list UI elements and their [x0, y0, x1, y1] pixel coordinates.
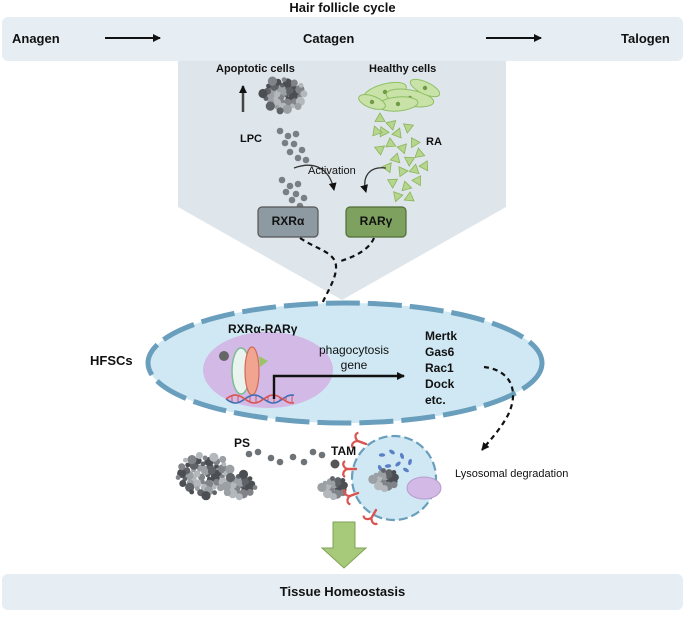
catagen-funnel: [178, 55, 506, 300]
activation-label: Activation: [308, 165, 356, 177]
gene-gas6: Gas6: [425, 345, 455, 359]
gene-etc: etc.: [425, 393, 446, 407]
dna-helix-icon: [225, 394, 295, 404]
gene-mertk: Mertk: [425, 329, 458, 343]
lysosomal-fragments-icon: [377, 449, 412, 473]
phase-band: [2, 17, 683, 61]
apoptotic-cells-label: Apoptotic cells: [216, 63, 295, 75]
lysosome: [406, 476, 442, 500]
healthy-cells-icon: [358, 78, 441, 112]
gene-dock: Dock: [425, 377, 455, 391]
receptor-complex-icon: [219, 346, 268, 396]
lpc-particles: [276, 127, 310, 216]
engulfed-body-icon: [368, 468, 399, 493]
tissue-homeostasis-label: Tissue Homeostasis: [279, 584, 406, 599]
rar-gamma-label: RARγ: [359, 214, 393, 228]
complex-label: RXRα-RARγ: [228, 322, 298, 336]
apoptotic-body-icon: [175, 452, 258, 501]
lysosomal-degradation-label: Lysosomal degradation: [455, 468, 569, 480]
gene-expression-arrow: [272, 372, 405, 399]
hfsc-label: HFSCs: [90, 353, 133, 368]
phase-anagen: Anagen: [12, 31, 60, 46]
small-apoptotic-body-icon: [317, 476, 348, 501]
homeostasis-down-arrow: [320, 521, 368, 569]
rar-connector-dashed: [337, 237, 376, 264]
phase-talogen: Talogen: [621, 31, 670, 46]
ps-label: PS: [234, 436, 251, 450]
rar-gamma-box: [345, 206, 407, 238]
activation-arrow-right: [360, 167, 387, 193]
apoptotic-cells-icon: [258, 76, 308, 115]
footer-band: [2, 574, 683, 610]
ra-label: RA: [426, 136, 442, 148]
rxr-alpha-label: RXRα: [271, 214, 305, 228]
receptor-to-nucleus-dashed: [299, 237, 338, 353]
ps-particles: [245, 448, 340, 469]
phagocytosis-label-line1: phagocytosis: [318, 343, 390, 357]
phase-catagen: Catagen: [303, 31, 355, 46]
rxr-alpha-box: [257, 206, 319, 238]
phagocytosis-label-line2: gene: [340, 358, 368, 372]
lpc-label: LPC: [240, 133, 262, 145]
tam-receptor-icons: [342, 431, 378, 526]
healthy-cells-label: Healthy cells: [369, 63, 437, 75]
activation-arrow-left: [293, 164, 337, 191]
genes-to-lysosome-dashed: [481, 365, 514, 451]
gene-rac1: Rac1: [425, 361, 454, 375]
page-title: Hair follicle cycle: [289, 0, 396, 15]
tam-label: TAM: [331, 444, 357, 458]
ra-particles: [372, 112, 429, 203]
